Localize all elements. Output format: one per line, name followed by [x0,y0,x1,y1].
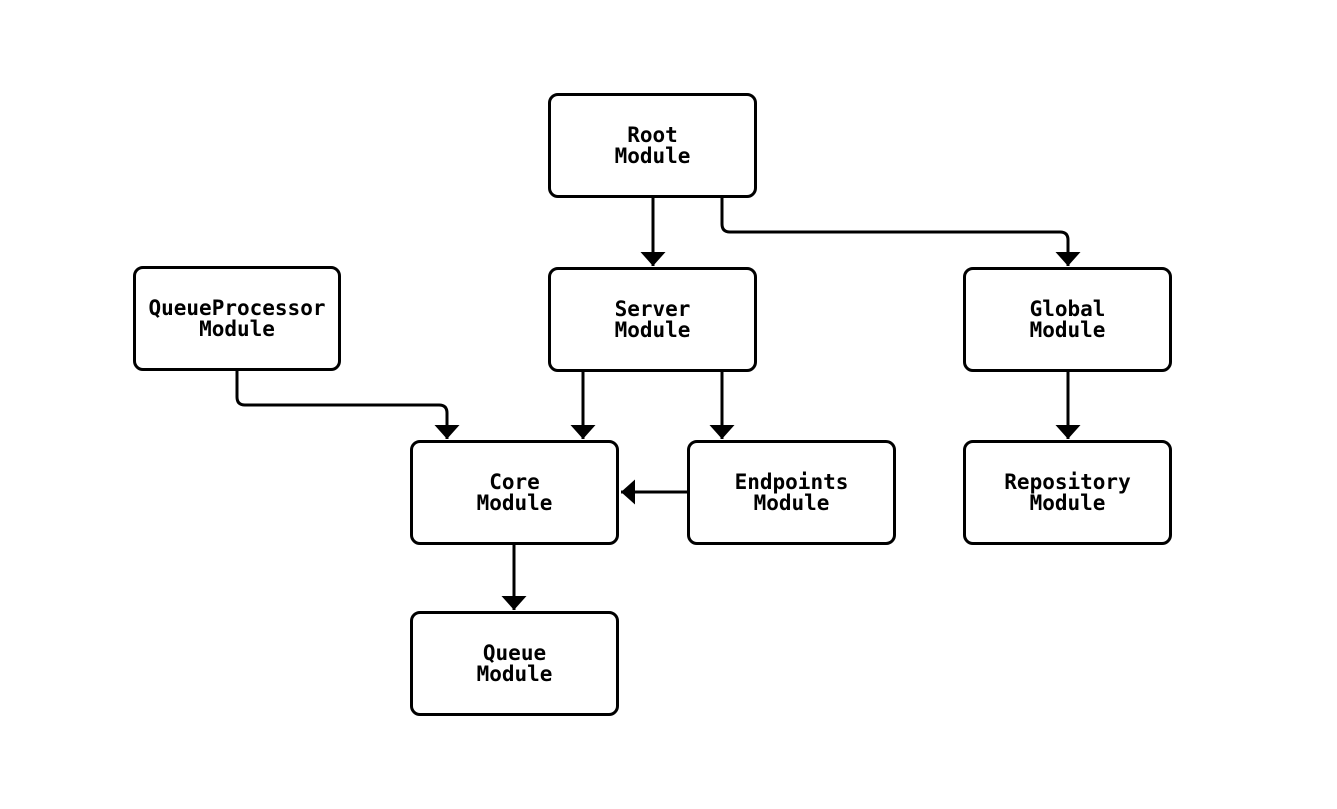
edge-group [235,198,1081,610]
node-queueprocessor-label-line: QueueProcessor [148,295,326,320]
edge-queueprocessor-to-core [235,371,460,439]
node-endpoints-label-line: Endpoints [734,469,849,494]
node-server-label-line: Server [614,296,691,321]
node-global-label-line: Global [1029,296,1106,321]
node-repository-label-line: Repository [1004,469,1131,494]
node-root-label-line: Module [614,143,691,168]
node-endpoints-label-line: Module [753,490,830,515]
node-core-label-line: Module [476,490,553,515]
node-queue-label-line: Queue [482,640,547,665]
node-queueprocessor-label-line: Module [199,316,275,341]
node-queue-label-line: Module [476,661,553,686]
node-core-label-line: Core [489,469,540,494]
node-server-label-line: Module [614,317,691,342]
node-repository-label-line: Module [1029,490,1106,515]
node-global-label-line: Module [1029,317,1106,342]
edge-root-to-global [720,198,1081,266]
node-root-label-line: Root [627,122,678,147]
